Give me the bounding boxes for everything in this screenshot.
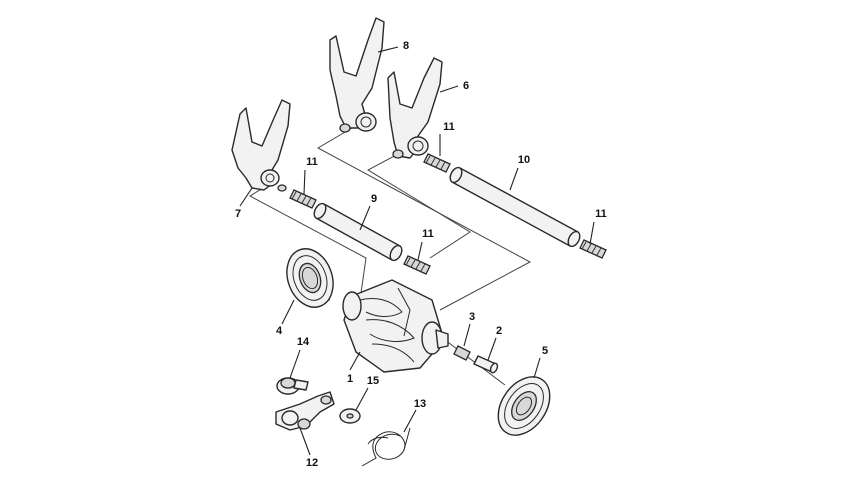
spring-11-middle	[403, 255, 431, 275]
callout-7: 7	[235, 208, 241, 220]
washer-15	[339, 408, 361, 424]
callout-14: 14	[297, 336, 310, 348]
callout-12: 12	[306, 457, 318, 469]
bearing-5	[497, 376, 551, 436]
spring-11-right	[579, 239, 607, 259]
callout-11-left: 11	[306, 156, 318, 168]
shift-fork-8	[329, 17, 385, 133]
torsion-spring-13	[361, 427, 411, 467]
shift-fork-7	[231, 99, 291, 192]
callout-5: 5	[542, 345, 548, 357]
fork-shaft-10	[449, 166, 581, 248]
callout-10: 10	[518, 154, 530, 166]
callout-15: 15	[367, 375, 379, 387]
callout-4: 4	[276, 325, 283, 337]
bolt-14	[276, 377, 309, 395]
callout-6: 6	[463, 80, 469, 92]
fork-shaft-9	[313, 202, 403, 262]
callout-11-middle: 11	[422, 228, 434, 240]
pin-3	[453, 345, 471, 361]
shift-drum-1	[342, 279, 449, 373]
callout-labels: 8 6 11 10 11 11 7 9 11 4 1 3 2 5 14 15 1…	[235, 40, 607, 469]
stopper-lever-12	[275, 391, 335, 431]
spring-11-left	[289, 189, 317, 209]
callout-11-right: 11	[595, 208, 607, 220]
leader-lines	[239, 46, 595, 456]
callout-9: 9	[371, 193, 377, 205]
callout-13: 13	[414, 398, 426, 410]
callout-2: 2	[496, 325, 502, 337]
pin-2	[473, 355, 499, 374]
callout-1: 1	[347, 373, 353, 385]
spring-11-upper	[423, 153, 451, 173]
callout-11-upper: 11	[443, 121, 455, 133]
shift-fork-6	[387, 57, 443, 159]
bearing-4	[286, 248, 334, 308]
callout-3: 3	[469, 311, 475, 323]
callout-8: 8	[403, 40, 409, 52]
